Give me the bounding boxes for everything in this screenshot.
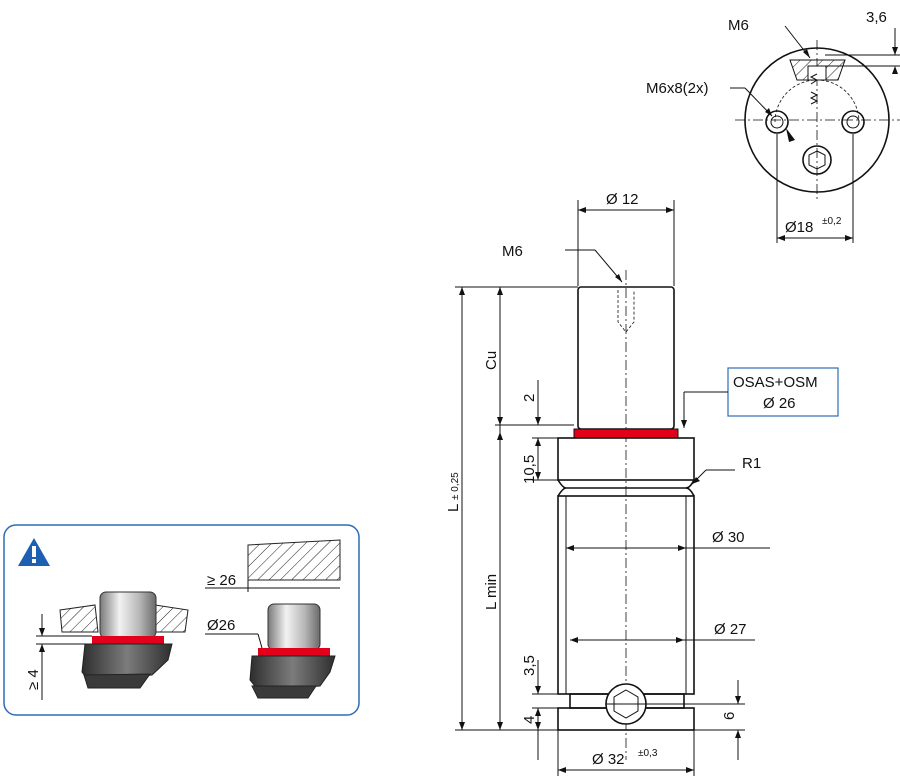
label-m6x8: M6x8(2x) — [646, 80, 709, 97]
warning-illustration-right: ≥ 26 Ø26 — [205, 539, 341, 699]
label-l: L — [445, 504, 462, 512]
label-dim-4: 4 — [521, 716, 538, 724]
label-m6-side: M6 — [502, 243, 523, 260]
label-dia27: Ø 27 — [714, 621, 747, 638]
warning-box: ≥ 4 ≥ 26 Ø26 — [3, 524, 360, 716]
warning-dia26: Ø26 — [207, 617, 235, 634]
hole-left — [765, 110, 789, 134]
label-dia18: Ø18 — [785, 219, 813, 236]
hole-right — [841, 110, 865, 134]
label-dia12: Ø 12 — [606, 191, 639, 208]
top-view: M6 3,6 M6x8(2x) Ø18 ±0,2 — [646, 9, 900, 243]
label-dim-10-5: 10,5 — [521, 455, 538, 484]
label-dim-3-5: 3,5 — [521, 655, 538, 676]
upper-body — [557, 437, 695, 481]
label-dia32-tol: ±0,3 — [638, 748, 658, 759]
label-l-tol: ± 0,25 — [450, 472, 461, 500]
label-l-min: L min — [483, 574, 500, 610]
warning-ge26: ≥ 26 — [207, 572, 236, 589]
label-dia18-tol: ±0,2 — [822, 216, 842, 227]
osas-callout-box — [727, 367, 839, 417]
label-dim-6: 6 — [721, 712, 738, 720]
side-view: Ø 12 M6 OSAS+OSM Ø 26 L ± 0,25 Cu L min — [445, 191, 839, 776]
label-osas-dia: Ø 26 — [763, 395, 796, 412]
label-m6-top: M6 — [728, 17, 749, 34]
thread-hidden-m6 — [617, 290, 635, 333]
label-osas: OSAS+OSM — [733, 374, 818, 391]
spring-symbol — [809, 91, 819, 105]
label-dia32: Ø 32 — [592, 751, 625, 768]
label-r1: R1 — [742, 455, 761, 472]
label-cu: Cu — [483, 351, 500, 370]
warning-illustration-left: ≥ 4 — [25, 591, 189, 700]
warning-ge4: ≥ 4 — [25, 669, 42, 690]
label-dim-2: 2 — [521, 394, 538, 402]
hex-socket — [802, 145, 832, 175]
label-dia30: Ø 30 — [712, 529, 745, 546]
label-3-6: 3,6 — [866, 9, 887, 26]
seal-band-red — [573, 428, 679, 439]
warning-triangle-icon — [18, 538, 50, 566]
